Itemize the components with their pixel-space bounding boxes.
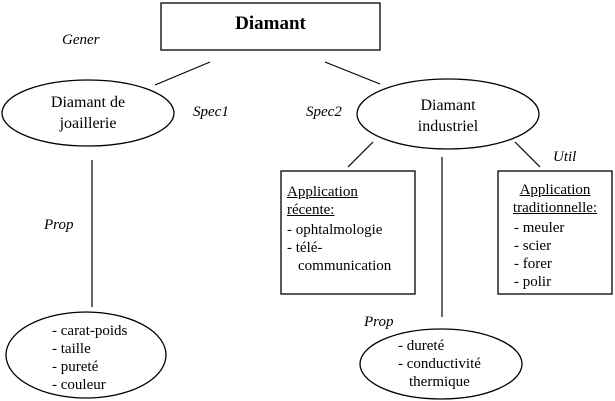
list-item: scier — [514, 237, 612, 255]
jewelry-label-line2: joaillerie — [59, 115, 117, 132]
jewelry-label-line1: Diamant de — [50, 94, 126, 111]
relation-spec1: Spec1 — [193, 104, 229, 120]
recent-app-content: Application récente: ophtalmologie télé-… — [287, 183, 413, 275]
jewelry-node-label: Diamant de joaillerie — [15, 92, 161, 134]
industrial-ellipse — [356, 78, 540, 150]
industrial-props-list: dureté conductivité thermique — [398, 337, 481, 391]
relation-prop-left: Prop — [44, 217, 74, 233]
list-item: meuler — [514, 219, 612, 237]
root-label: Diamant — [235, 13, 306, 34]
traditional-app-title-line1: Application — [519, 182, 591, 198]
list-item: communication — [298, 258, 392, 274]
recent-app-list: ophtalmologie télé- communication — [287, 221, 413, 275]
jewelry-props-list: carat-poids taille pureté couleur — [52, 322, 128, 394]
list-item: pureté — [52, 358, 127, 376]
relation-prop-right: Prop — [364, 314, 394, 330]
list-item: carat-poids — [52, 322, 128, 340]
recent-app-title-line1: Application — [287, 184, 358, 200]
industrial-label-line2: industriel — [417, 118, 479, 135]
relation-util: Util — [553, 149, 577, 165]
list-item: couleur — [52, 376, 127, 394]
industrial-node-label: Diamant industriel — [372, 95, 524, 137]
list-item: thermique — [409, 374, 470, 390]
root-box — [160, 2, 381, 51]
list-item: taille — [52, 340, 127, 358]
list-item: ophtalmologie — [287, 221, 413, 239]
edge-industrial-recent — [347, 141, 374, 168]
traditional-app-content: Application traditionnelle: meuler scier… — [498, 181, 612, 291]
list-item: conductivité — [398, 355, 481, 373]
list-item: forer — [514, 255, 612, 273]
traditional-app-title-line2: traditionnelle: — [512, 200, 598, 216]
list-item: polir — [514, 273, 612, 291]
edge-root-jewelry — [154, 61, 211, 86]
list-item: télé- — [287, 239, 413, 257]
recent-app-title-line2: récente: — [287, 202, 335, 218]
edge-industrial-traditional — [514, 141, 541, 168]
jewelry-ellipse — [1, 79, 175, 147]
relation-spec2: Spec2 — [306, 104, 342, 120]
traditional-app-list: meuler scier forer polir — [498, 219, 612, 291]
edge-root-industrial — [324, 61, 381, 85]
list-item: dureté — [398, 337, 481, 355]
relation-gener: Gener — [62, 32, 100, 48]
industrial-label-line1: Diamant — [420, 97, 476, 114]
